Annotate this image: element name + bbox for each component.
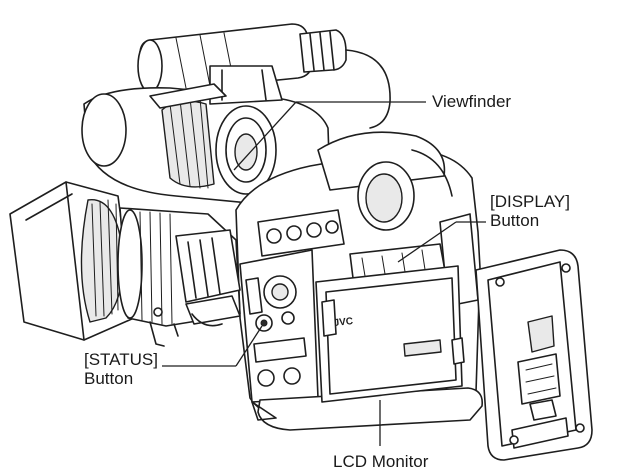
display-leader-angle — [397, 221, 457, 263]
lcd-monitor-label: LCD Monitor — [333, 452, 429, 471]
display-button-label-line2: Button — [490, 211, 540, 230]
lcd-logo: JVC — [333, 316, 353, 329]
viewfinder — [81, 65, 331, 207]
status-leader-angle — [235, 325, 263, 367]
lens-assembly — [9, 181, 241, 347]
status-button-label-line2: Button — [84, 369, 134, 388]
display-button-label: [DISPLAY] Button — [490, 192, 570, 230]
display-button-label-line1: [DISPLAY] — [490, 192, 570, 211]
viewfinder-label: Viewfinder — [432, 92, 512, 111]
status-button-label: [STATUS] Button — [84, 350, 158, 388]
viewfinder-leader-angle — [233, 101, 297, 171]
lcd-monitor: JVC — [315, 265, 465, 403]
status-button-label-line1: [STATUS] — [84, 350, 158, 369]
battery-plate — [475, 249, 593, 461]
shotgun-microphone — [137, 23, 391, 129]
